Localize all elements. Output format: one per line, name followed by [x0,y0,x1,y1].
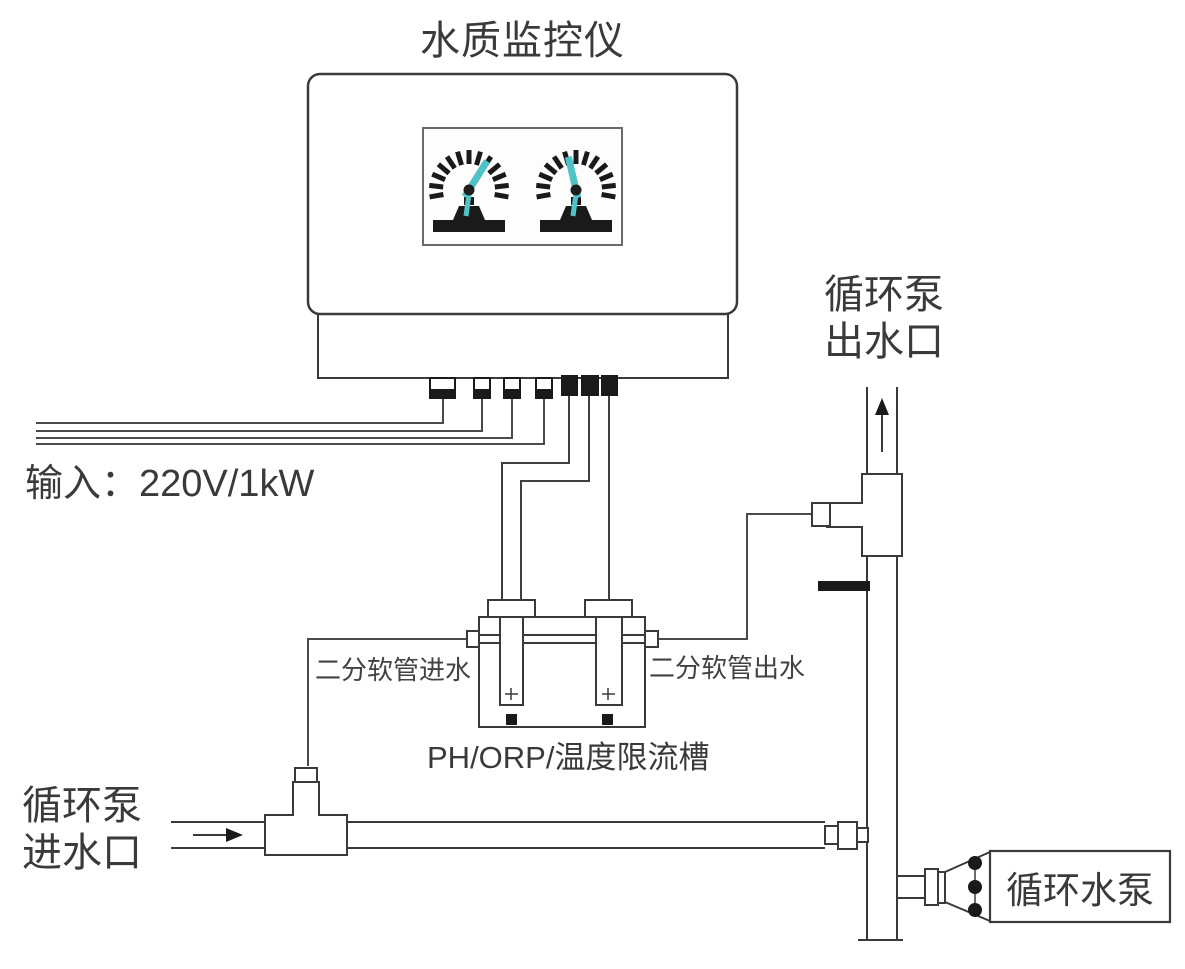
sample-hoses [307,513,812,766]
pump-inlet-label-line1: 循环泵 [22,784,142,828]
power-cables [36,396,545,445]
gauge-tick [598,171,614,182]
gauge-tick [538,171,554,182]
gauge-tick [601,182,617,190]
pump-bolt-2 [968,880,982,894]
pump-box [988,849,1172,924]
pump-bolt-1 [968,856,982,870]
gauge-tick [491,171,507,182]
run-end-fitting-2 [837,821,858,850]
tank-port-left [506,714,517,725]
pump-cone [944,850,991,923]
sensor-cable-1 [501,392,570,602]
gauge-tick [543,162,558,176]
gauge-tick [536,192,551,200]
flow-cell-outlet-fitting [644,630,659,648]
inlet-piping [171,767,825,856]
monitor-base [317,313,729,379]
sensor-connector-1 [561,375,578,396]
gauge-left-base-bar [433,220,505,232]
hose-inlet-line [307,638,467,766]
run-end-fitting-3 [856,827,869,843]
inlet-tee [264,781,348,856]
sensor-cables [501,392,610,602]
flow-cell-inlet-fitting [466,630,480,648]
gauge-tick [431,171,447,182]
hose-inlet-label: 二分软管进水 [315,655,472,685]
hose-outlet-label: 二分软管出水 [649,653,806,683]
probe-right-cross-icon [602,688,615,700]
gauge-tick [428,182,444,190]
gauge-needle-tail [463,193,472,217]
sensor-cable-2 [520,392,590,602]
power-wire-1 [36,396,444,424]
gauge-tick [455,150,464,166]
monitor [306,72,739,399]
gauge-tick [594,162,609,176]
inlet-tee-top-fitting [294,767,318,783]
probe-right-cap [584,599,633,618]
flow-cell-label: PH/ORP/温度限流槽 [427,740,710,775]
gauge-tick [494,192,509,200]
mounting-bar [818,581,870,591]
gauge-tick [436,162,451,176]
gauge-tick [601,192,616,200]
probe-left-cap [487,599,536,618]
riser-piping [811,387,903,941]
sensor-connector-2 [581,375,599,396]
power-connector-4 [535,377,553,399]
pump-inlet-label-line2: 进水口 [22,831,142,875]
gauge-hub [463,184,475,196]
page-title: 水质监控仪 [420,19,625,63]
pump-assembly [897,849,1172,924]
pump-outlet-label: 循环泵 出水口 [806,272,962,366]
gauge-tick [444,155,457,170]
gauge-tick [474,150,483,166]
flow-arrow-right-icon [226,828,243,842]
power-connector-2 [473,377,491,399]
sensor-connector-3 [601,375,618,396]
gauge-left-base-cone [453,206,485,220]
gauge-right-base-bar [540,220,612,232]
flow-cell-assembly [466,599,659,728]
pump-box-label: 循环水泵 [1006,869,1154,911]
power-connector-1 [429,377,456,399]
pump-collar-1 [924,868,939,906]
gauge-right [535,150,617,232]
probe-left-cross-icon [505,688,518,700]
power-wire-3 [36,396,513,439]
gauge-hub [570,184,582,196]
hose-outlet-line [658,513,812,640]
gauge-tick [487,162,502,176]
flow-arrow-up-icon [875,398,889,415]
gauge-tick [535,182,551,190]
gauge-right-base-cone [560,206,592,220]
pump-inlet-label: 循环泵 进水口 [22,783,142,877]
gauge-left [428,150,510,232]
gauge-tick [494,182,510,190]
gauge-tick [581,150,590,166]
gauge-tick [588,155,601,170]
tank-port-right [602,714,613,725]
connector-row [429,375,618,399]
probe-right [595,616,623,706]
pump-bolt-3 [968,903,982,917]
power-connector-3 [503,377,521,399]
pump-outlet-label-line1: 循环泵 [824,273,944,317]
power-wire-4 [36,396,545,445]
pump-collar-2 [937,871,946,904]
power-wire-2 [36,396,483,432]
pump-outlet-label-line2: 出水口 [824,320,944,364]
riser-tee [826,473,903,557]
power-input-label: 输入：220V/1kW [25,463,315,505]
gauge-tick [429,192,444,200]
riser-tee-fitting [811,502,831,527]
gauge-tick [551,155,564,170]
run-end-fitting-1 [824,825,839,845]
